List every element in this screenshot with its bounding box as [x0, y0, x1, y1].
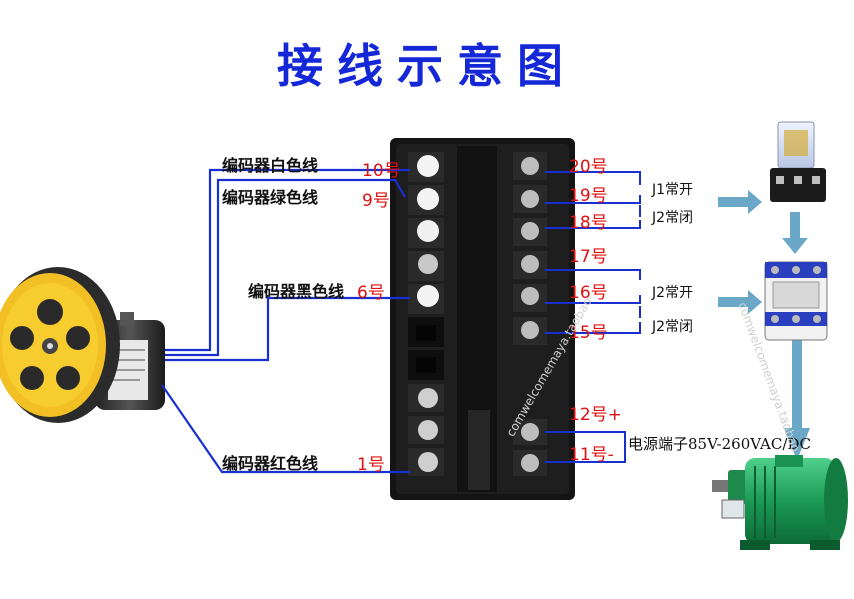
j2-normally-closed-bottom-label: J2常闭 — [652, 319, 694, 335]
encoder-wires — [161, 168, 410, 474]
controller-terminal-block — [390, 138, 575, 500]
pin-12-label: 12号+ — [569, 405, 622, 425]
j2-normally-closed-top-label: J2常闭 — [652, 210, 694, 226]
j1-normally-open-label: J1常开 — [652, 182, 694, 198]
relay-output-wires — [545, 171, 641, 463]
pin-1-label: 1号 — [357, 455, 385, 475]
pin-20-label: 20号 — [569, 157, 608, 177]
right-terminal-screws — [513, 152, 547, 476]
flow-arrows — [718, 190, 810, 460]
encoder-black-wire-label: 编码器黑色线 — [248, 282, 345, 301]
electric-motor — [712, 455, 848, 550]
page-title: 接线示意图 — [277, 39, 577, 93]
relay-device — [770, 121, 826, 202]
encoder-green-wire-label: 编码器绿色线 — [222, 188, 319, 207]
power-terminal-label: 电源端子85V-260VAC/DC — [628, 435, 811, 453]
pin-11-label: 11号- — [569, 445, 614, 465]
pin-19-label: 19号 — [569, 186, 608, 206]
encoder-wheel — [0, 267, 165, 423]
encoder-white-wire-label: 编码器白色线 — [222, 156, 319, 175]
left-terminal-screws — [408, 152, 444, 476]
pin-17-label: 17号 — [569, 247, 608, 267]
pin-9-label: 9号 — [362, 191, 390, 211]
pin-15-label: 15号 — [569, 323, 608, 343]
pin-10-label: 10号 — [362, 161, 401, 181]
encoder-red-wire-label: 编码器红色线 — [222, 454, 319, 473]
pin-6-label: 6号 — [357, 283, 385, 303]
pin-16-label: 16号 — [569, 283, 608, 303]
j2-normally-open-label: J2常开 — [652, 285, 694, 301]
contactor-device — [764, 261, 828, 341]
pin-18-label: 18号 — [569, 213, 608, 233]
